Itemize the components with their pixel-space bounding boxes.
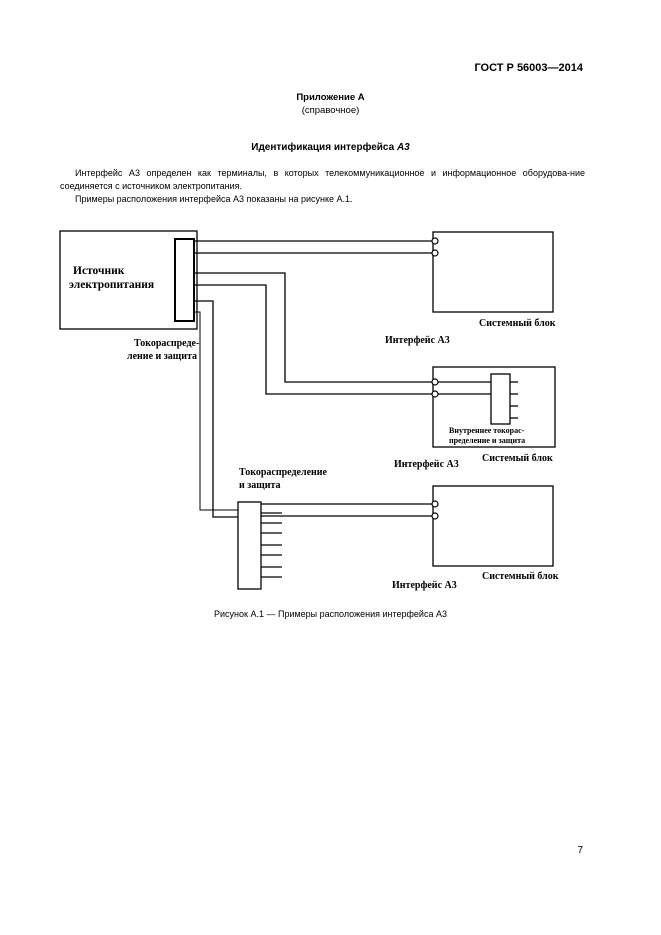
terminal-1b: [431, 249, 439, 257]
interface-label-2: Интерфейс А3: [394, 459, 459, 470]
power-source-box: [59, 230, 198, 330]
terminal-3b: [431, 512, 439, 520]
internal-distribution-label-1: Внутреннее токорас-: [449, 426, 525, 435]
distribution-label-2: ление и защита: [127, 351, 197, 362]
wire-3b: [194, 311, 238, 511]
system-unit-label-3: Системный блок: [482, 571, 559, 582]
paragraph-1: Интерфейс А3 определен как терминалы, в …: [60, 168, 585, 191]
system-unit-label-2: Системый блок: [482, 453, 553, 464]
power-source-label-1: Источник: [73, 265, 125, 277]
distribution-label-1: Токораспреде-: [134, 338, 199, 349]
terminal-2a: [431, 378, 439, 386]
section-title: Идентификация интерфейса А3: [0, 142, 661, 153]
terminal-1a: [431, 237, 439, 245]
wire-3a: [194, 300, 238, 518]
system-unit-box-3: [432, 485, 554, 567]
figure-caption: Рисунок А.1 — Примеры расположения интер…: [214, 609, 447, 619]
standard-id: ГОСТ Р 56003—2014: [474, 62, 583, 74]
system-unit-box-2: [432, 366, 556, 448]
system-unit-box-1: [432, 231, 554, 313]
internal-distribution-box: [490, 373, 511, 425]
ext-distribution-box: [237, 501, 262, 590]
system-unit-label-1: Системный блок: [479, 318, 556, 329]
terminal-3a: [431, 500, 439, 508]
distribution-box: [174, 238, 195, 322]
ext-distribution-label-2: и защита: [239, 480, 281, 491]
power-source-label-2: электропитания: [69, 279, 154, 291]
wire-2b: [194, 284, 491, 395]
ext-distribution-label-1: Токораспределение: [239, 467, 328, 478]
internal-distribution-label-2: пределение и защита: [449, 436, 525, 445]
paragraph-2: Примеры расположения интерфейса А3 показ…: [75, 194, 353, 204]
page-number: 7: [577, 845, 583, 856]
interface-label-1: Интерфейс А3: [385, 335, 450, 346]
terminal-2b: [431, 390, 439, 398]
appendix-title: Приложение А: [296, 92, 365, 103]
appendix-subtitle: (справочное): [301, 105, 360, 116]
wire-2a: [194, 272, 491, 383]
section-title-interface: А3: [396, 142, 410, 153]
section-title-text: Идентификация интерфейса: [251, 142, 397, 153]
interface-label-3: Интерфейс А3: [392, 580, 457, 591]
